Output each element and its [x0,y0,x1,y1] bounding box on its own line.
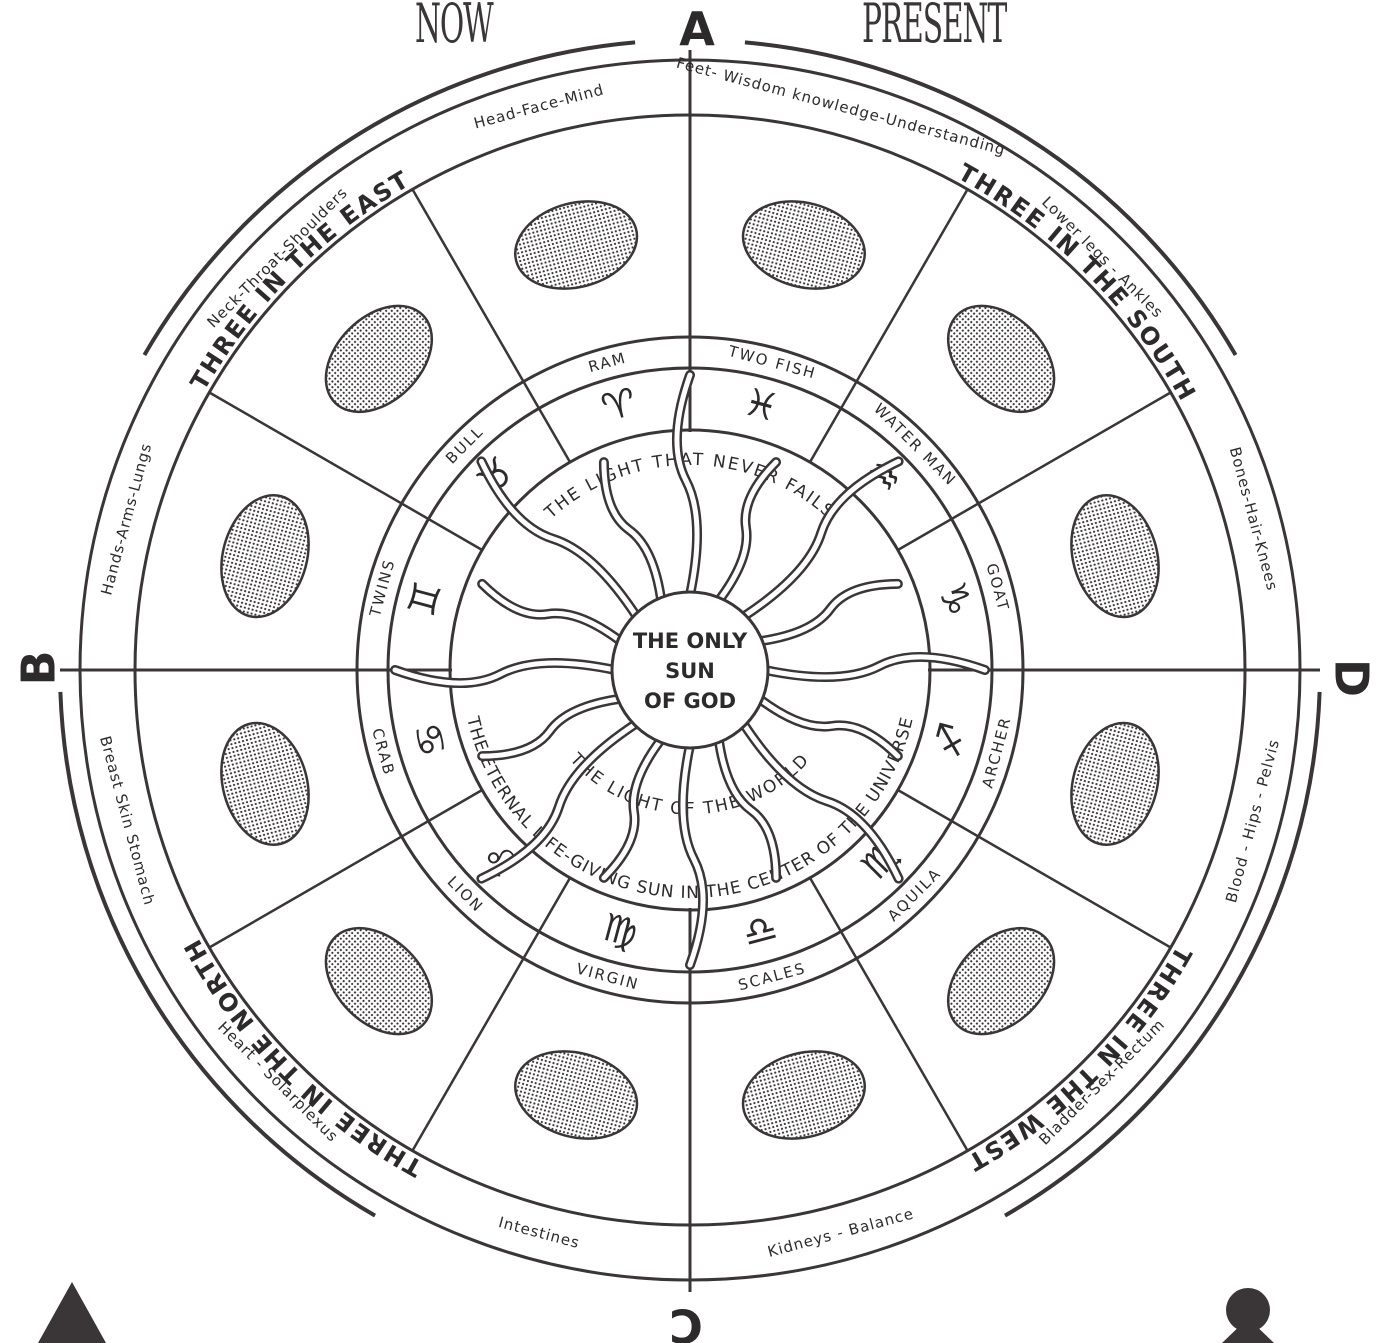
corner-triangle-mark [38,1282,106,1343]
sign-figure-icon [208,485,321,627]
sign-glyph-icon: ♎ [738,905,782,956]
compass-a: A [679,2,715,56]
compass-c: C [669,1299,703,1343]
sign-figure-icon [505,1038,647,1151]
sign-figure-icon [1058,713,1171,855]
sign-glyph-icon: ♐ [925,718,976,762]
body-part-label: Bones-Hair-Knees [1226,445,1282,593]
compass-b: B [12,650,66,685]
sign-glyph-icon: ♑ [929,577,980,621]
sign-figure-icon [1058,485,1171,627]
sign-figure-icon [928,908,1075,1055]
body-part-label: Heart - Solarplexus [214,1018,342,1146]
body-part-label: Lower legs - Ankles [1038,193,1167,322]
sector-archer: ARCHER♐ Blood - Hips - Pelvis [925,713,1284,904]
sun-ray-inner [683,745,703,965]
body-part-label: Intestines [497,1213,582,1252]
sign-figure-icon [505,188,647,301]
body-part-label: Kidneys - Balance [766,1204,916,1260]
body-part-label: Blood - Hips - Pelvis [1222,737,1283,905]
sun-text-line3: OF GOD [644,689,736,713]
sign-glyph-icon: ♊ [399,577,450,621]
sign-figure-icon [733,188,875,301]
sign-figure-icon [305,908,452,1055]
body-part-label: Bladder-Sex-Rectum [1035,1015,1168,1148]
sector-ram: RAM♈Head-Face-Mind [472,80,647,430]
body-part-label: Breast Skin Stomach [96,734,159,908]
sign-glyph-icon: ♋ [404,718,455,762]
sun-ray-inner [395,663,615,683]
sign-figure-icon [928,285,1075,432]
sign-figure-icon [305,285,452,432]
compass-d: D [1325,659,1379,697]
sign-name: ARCHER [978,714,1014,790]
sun-ray-inner [765,657,985,677]
sun-ray-inner [677,375,697,595]
sign-glyph-icon: ♍ [598,905,642,956]
sector-crab: CRAB♋Breast Skin Stomach [96,713,455,907]
sign-name: SCALES [736,959,808,994]
sun-text-line2: SUN [665,659,715,683]
sign-figure-icon [733,1038,875,1151]
body-part-label: Feet- Wisdom knowledge-Understanding [674,54,1007,159]
body-part-label: Hands-Arms-Lungs [97,441,155,597]
body-part-label: Neck-Throat-Shoulders [203,183,351,331]
sign-glyph-icon: ♈ [597,379,641,430]
sign-figure-icon [208,713,321,855]
sun-text-line1: THE ONLY [633,629,748,653]
sign-glyph-icon: ♓ [739,379,783,430]
